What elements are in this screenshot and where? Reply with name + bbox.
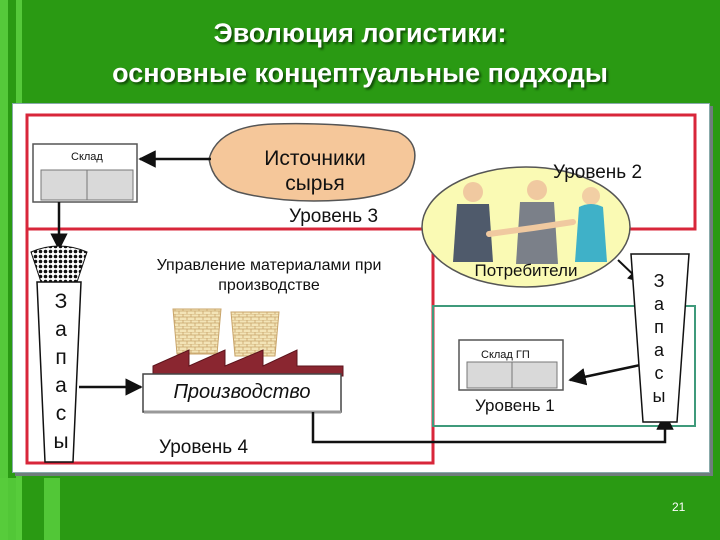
arrow-level4-connector (311, 412, 674, 444)
stocks-letter: п (654, 317, 664, 337)
materials-line2: производстве (218, 277, 320, 294)
level1-frame (432, 305, 696, 427)
slide-title-line2: основные концептуальные подходы (112, 58, 608, 88)
stocks-letter: а (653, 294, 664, 314)
consumers-label: Потребители (474, 261, 578, 280)
level1-label: Уровень 1 (475, 396, 555, 415)
stocks-letter: З (653, 271, 665, 291)
production-label: Производство (173, 381, 311, 403)
chimney-right (230, 311, 280, 357)
warehouse-top-label: Склад (71, 151, 103, 163)
warehouse-fp-label: Склад ГП (481, 349, 530, 361)
stocks-letter: а (55, 318, 67, 341)
stocks-letter: ы (652, 386, 666, 406)
stocks-letter: ы (53, 430, 69, 453)
slide-title-line1: Эволюция логистики: (213, 18, 507, 48)
chimney-left (172, 308, 222, 355)
people-handshake-illustration (453, 180, 607, 264)
level2-frame (25, 113, 697, 231)
sources-line1: Источники (264, 147, 366, 170)
stocks-letter: а (653, 340, 664, 360)
level2-label: Уровень 2 (553, 162, 643, 183)
sources-shape (208, 122, 416, 202)
level3-label: Уровень 3 (289, 206, 379, 227)
stocks-letter: п (55, 346, 67, 369)
sources-line2: сырья (285, 172, 345, 195)
stocks-left-mesh (30, 245, 88, 287)
stocks-left-cone (36, 281, 82, 463)
stocks-letter: с (55, 402, 67, 425)
production-box (142, 373, 342, 413)
level4-label: Уровень 4 (159, 437, 249, 458)
slide-number: 21 (672, 500, 686, 514)
stocks-letter: З (54, 290, 68, 313)
sources-label: Источники сырья (245, 146, 385, 196)
stocks-right-cone (630, 253, 690, 423)
stocks-letter: с (654, 363, 664, 383)
diagram-canvas (25, 113, 697, 465)
materials-line1: Управление материалами при (156, 257, 382, 274)
diagram-panel: Склад Источники сырья Уровень 2 Уровень … (12, 103, 710, 473)
decorative-bottom-strip (0, 478, 80, 540)
factory-roof (152, 349, 344, 377)
materials-management-label: Управление материалами при производстве (109, 256, 429, 296)
arrow-stocks-to-warehouse-fp (568, 362, 646, 386)
stocks-letter: а (55, 374, 67, 397)
